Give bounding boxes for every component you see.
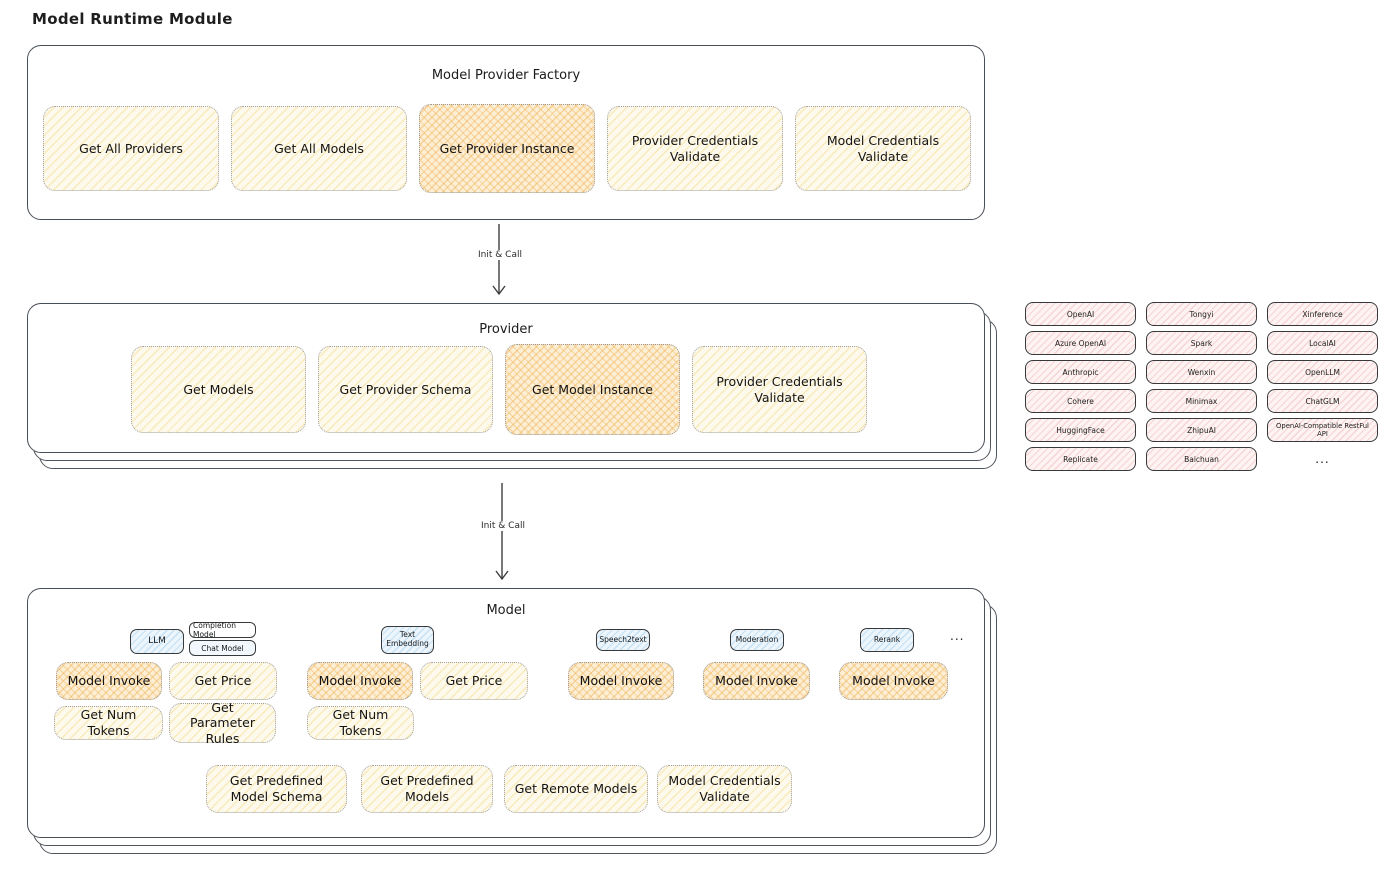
provider-chip-openllm: OpenLLM	[1267, 360, 1378, 384]
tag-speech2text: Speech2text	[596, 629, 650, 651]
node-provider-credentials-validate: Provider Credentials Validate	[607, 106, 783, 191]
provider-grid: OpenAI Tongyi Xinference Azure OpenAI Sp…	[1025, 302, 1378, 471]
model-box-title: Model	[486, 603, 526, 618]
node-model-invoke-rerank: Model Invoke	[839, 662, 948, 700]
node-get-price-llm: Get Price	[169, 662, 277, 700]
node-get-provider-instance: Get Provider Instance	[419, 104, 595, 193]
tag-rerank: Rerank	[860, 628, 914, 652]
node-model-credentials-validate: Model Credentials Validate	[795, 106, 971, 191]
node-model-invoke-text-embedding: Model Invoke	[307, 662, 413, 700]
model-tags-more-ellipsis: ...	[950, 629, 965, 643]
node-get-num-tokens-llm: Get Num Tokens	[54, 706, 163, 740]
provider-chip-baichuan: Baichuan	[1146, 447, 1257, 471]
node-get-num-tokens-text-embedding: Get Num Tokens	[307, 706, 414, 740]
provider-chip-huggingface: HuggingFace	[1025, 418, 1136, 442]
node-get-remote-models: Get Remote Models	[504, 765, 648, 813]
node-get-predefined-models: Get Predefined Models	[361, 765, 493, 813]
arrow-down-icon	[495, 483, 509, 581]
tag-text-embedding: Text Embedding	[381, 626, 434, 654]
node-get-model-instance: Get Model Instance	[505, 344, 680, 435]
provider-chip-wenxin: Wenxin	[1146, 360, 1257, 384]
provider-grid-more-ellipsis: ...	[1315, 452, 1330, 466]
node-get-all-models: Get All Models	[231, 106, 407, 191]
node-provider-credentials-validate-2: Provider Credentials Validate	[692, 346, 867, 433]
provider-chip-anthropic: Anthropic	[1025, 360, 1136, 384]
model-box: Model LLM Completion Model Chat Model Te…	[27, 588, 985, 838]
provider-chip-cohere: Cohere	[1025, 389, 1136, 413]
provider-chip-minimax: Minimax	[1146, 389, 1257, 413]
arrow-down-icon	[492, 224, 506, 296]
provider-chip-localai: LocalAI	[1267, 331, 1378, 355]
factory-box: Model Provider Factory Get All Providers…	[27, 45, 985, 220]
chip-completion-model: Completion Model	[189, 621, 256, 639]
node-model-credentials-validate-2: Model Credentials Validate	[657, 765, 792, 813]
node-get-all-providers: Get All Providers	[43, 106, 219, 191]
provider-box-title: Provider	[479, 322, 533, 337]
node-get-predefined-model-schema: Get Predefined Model Schema	[206, 765, 347, 813]
provider-chip-tongyi: Tongyi	[1146, 302, 1257, 326]
chip-chat-model: Chat Model	[189, 640, 256, 656]
node-get-price-text-embedding: Get Price	[420, 662, 528, 700]
provider-box: Provider Get Models Get Provider Schema …	[27, 303, 985, 453]
provider-chip-zhipuai: ZhipuAI	[1146, 418, 1257, 442]
provider-chip-spark: Spark	[1146, 331, 1257, 355]
arrow2-label: Init & Call	[477, 521, 529, 531]
tag-llm: LLM	[130, 629, 184, 654]
arrow1-label: Init & Call	[474, 250, 526, 260]
provider-chip-replicate: Replicate	[1025, 447, 1136, 471]
factory-box-title: Model Provider Factory	[431, 68, 581, 83]
provider-chip-openai: OpenAI	[1025, 302, 1136, 326]
provider-chip-azure-openai: Azure OpenAI	[1025, 331, 1136, 355]
node-model-invoke-speech2text: Model Invoke	[568, 662, 674, 700]
provider-chip-xinference: Xinference	[1267, 302, 1378, 326]
node-get-parameter-rules: Get Parameter Rules	[169, 700, 276, 746]
page-title: Model Runtime Module	[32, 10, 233, 28]
tag-moderation: Moderation	[730, 629, 784, 651]
node-model-invoke-llm: Model Invoke	[56, 662, 162, 700]
node-get-models: Get Models	[131, 346, 306, 433]
provider-chip-openai-compatible-restful-api: OpenAI-Compatible RestFul API	[1267, 418, 1378, 442]
node-model-invoke-moderation: Model Invoke	[703, 662, 810, 700]
provider-chip-chatglm: ChatGLM	[1267, 389, 1378, 413]
node-get-provider-schema: Get Provider Schema	[318, 346, 493, 433]
